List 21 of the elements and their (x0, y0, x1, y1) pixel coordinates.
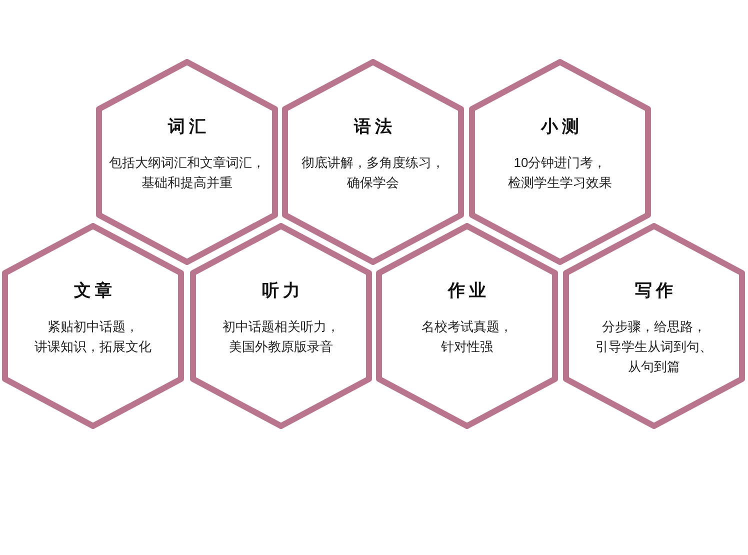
hexagon-title: 作业 (446, 280, 490, 302)
hexagon (282, 59, 464, 265)
hexagon-text: 初中话题相关听力，美国外教原版录音 (222, 318, 340, 356)
hexagon-title: 小测 (540, 116, 583, 138)
hexagon (563, 223, 745, 429)
hexagon-text: 分步骤，给思路，引导学生从词到句、从句到篇 (594, 318, 714, 376)
hexagon-title: 词汇 (166, 116, 210, 138)
hexagon (469, 59, 651, 265)
hexagon-text: 名校考试真题，针对性强 (420, 318, 514, 356)
hexagon-title: 文章 (73, 280, 116, 302)
hexagon (376, 223, 558, 429)
hexagon-title: 听力 (261, 280, 304, 302)
hexagon (190, 223, 372, 429)
hexagon-text: 10分钟进门考，检测学生学习效果 (507, 154, 613, 192)
hexagon (96, 59, 278, 265)
hexagon-title: 写作 (634, 280, 677, 302)
hexagon-text: 彻底讲解，多角度练习，确保学会 (300, 154, 446, 192)
hexagon-text: 包括大纲词汇和文章词汇，基础和提高并重 (108, 154, 266, 192)
hexagon (2, 223, 184, 429)
hexagon-text: 紧贴初中话题，讲课知识，拓展文化 (34, 318, 152, 356)
hexagon-title: 语法 (352, 116, 396, 138)
